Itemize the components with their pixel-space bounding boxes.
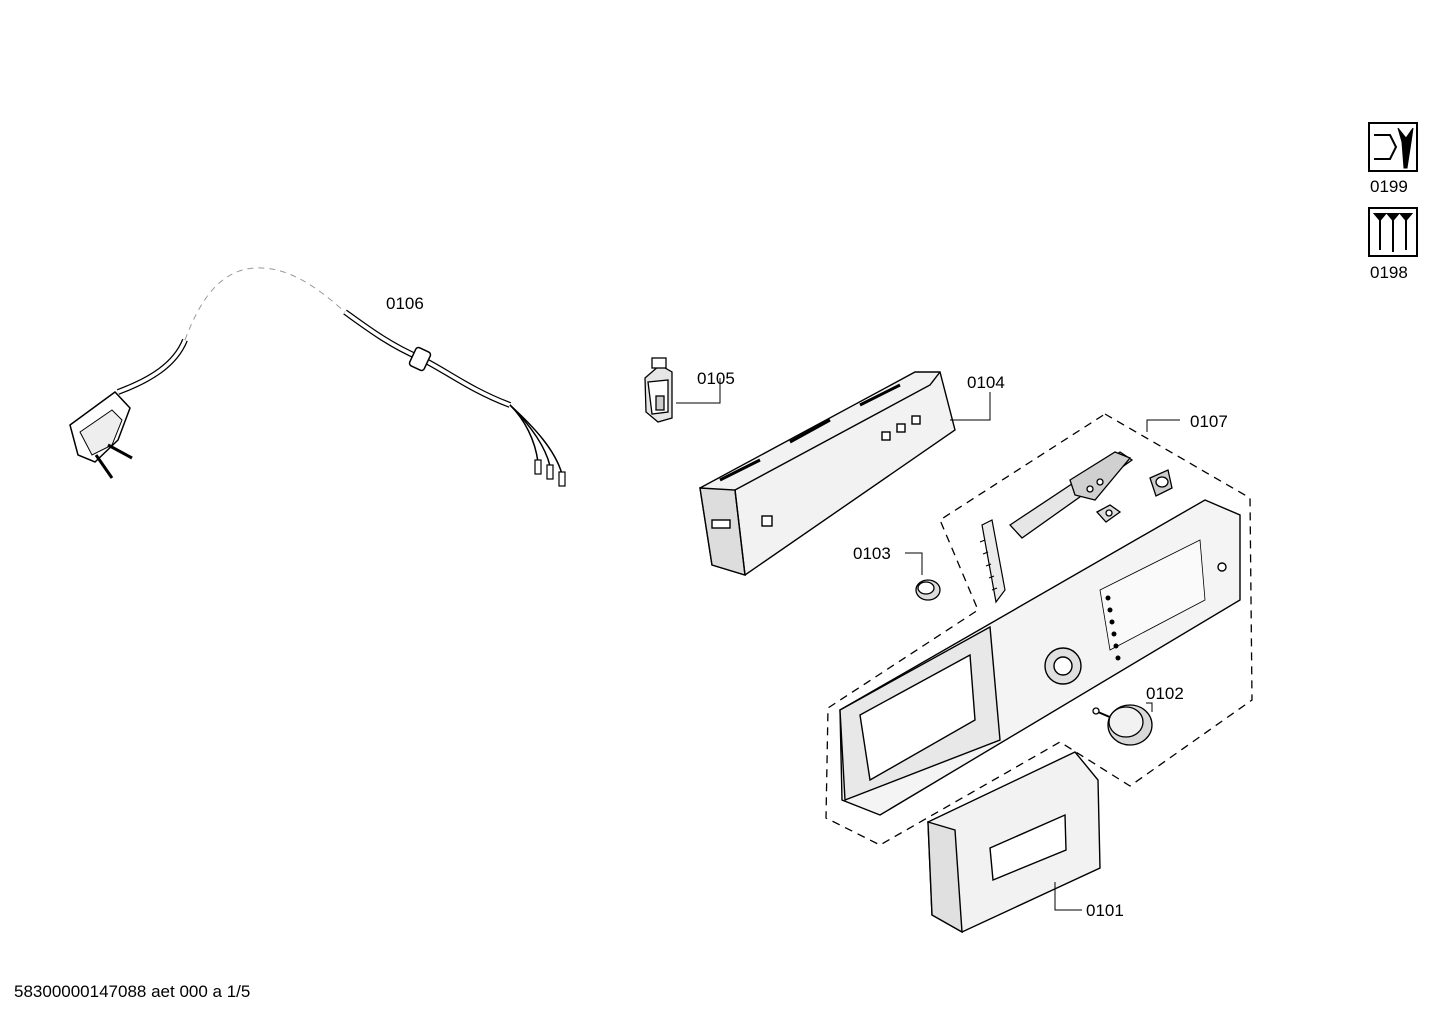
label-0198: 0198	[1370, 263, 1408, 282]
power-cable-0106[interactable]	[69, 267, 566, 487]
label-0199: 0199	[1370, 177, 1408, 196]
label-0104: 0104	[967, 373, 1005, 392]
module-housing-0104[interactable]	[699, 371, 991, 576]
button-0103[interactable]	[905, 552, 941, 601]
control-panel-assembly-outline-0107	[825, 413, 1253, 846]
label-0107: 0107	[1190, 412, 1228, 431]
programme-selector-knob-0102[interactable]	[1092, 702, 1153, 746]
tool-wrench-icon	[1368, 122, 1418, 172]
label-0106: 0106	[386, 294, 424, 313]
label-0101: 0101	[1086, 901, 1124, 920]
screws-icon	[1368, 207, 1418, 257]
label-0103: 0103	[853, 544, 891, 563]
electronic-module-bar[interactable]	[1009, 451, 1134, 539]
label-0102: 0102	[1146, 684, 1184, 703]
drawer-handle-0101[interactable]	[927, 751, 1101, 934]
control-panel-facia[interactable]	[839, 499, 1241, 816]
document-id: 58300000147088 aet 000 a 1/5	[14, 982, 251, 1001]
clip-part[interactable]	[1095, 504, 1122, 523]
label-0105: 0105	[697, 369, 735, 388]
sleeve-part[interactable]	[1149, 469, 1173, 497]
interference-suppressor-0105[interactable]	[644, 357, 721, 423]
light-guide[interactable]	[979, 519, 1006, 604]
